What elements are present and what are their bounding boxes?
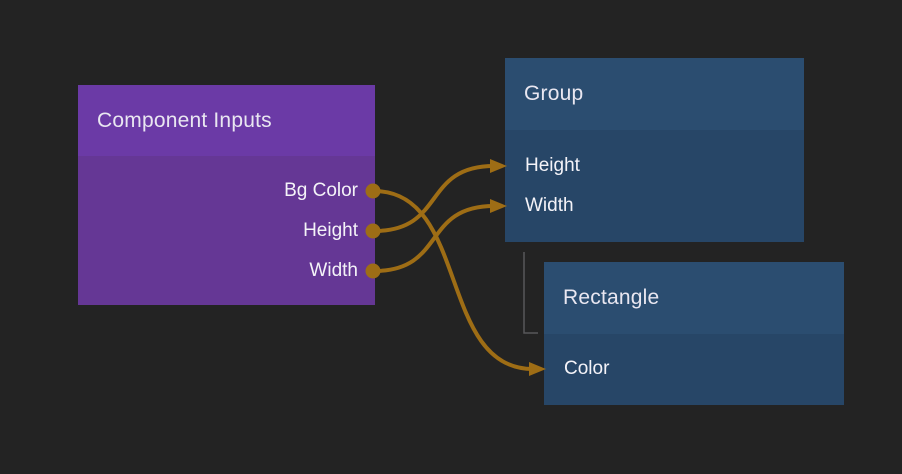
node-title: Rectangle: [563, 286, 660, 309]
wire-width-to-group-width[interactable]: [372, 204, 496, 273]
node-header[interactable]: Rectangle: [544, 262, 844, 334]
node-component-inputs[interactable]: Component Inputs Bg Color Height Width: [78, 85, 375, 305]
input-port-height[interactable]: Height: [505, 146, 804, 186]
input-port-width[interactable]: Width: [505, 186, 804, 226]
port-label: Width: [525, 195, 574, 216]
node-header[interactable]: Component Inputs: [78, 85, 375, 156]
node-title: Group: [524, 82, 584, 105]
hierarchy-connector-line: [523, 252, 538, 334]
node-body: Height Width: [505, 130, 804, 242]
node-rectangle[interactable]: Rectangle Color: [544, 262, 844, 405]
node-body: Color: [544, 334, 844, 405]
port-label: Bg Color: [284, 180, 358, 201]
node-header[interactable]: Group: [505, 58, 804, 130]
node-body: Bg Color Height Width: [78, 156, 375, 305]
output-port-bg-color[interactable]: Bg Color: [78, 171, 375, 211]
port-label: Height: [525, 155, 580, 176]
port-label: Width: [309, 260, 358, 281]
node-group[interactable]: Group Height Width: [505, 58, 804, 242]
wire-height-to-group-height[interactable]: [372, 164, 496, 233]
node-title: Component Inputs: [97, 108, 272, 132]
output-port-height[interactable]: Height: [78, 211, 375, 251]
output-port-width[interactable]: Width: [78, 251, 375, 291]
port-label: Height: [303, 220, 358, 241]
port-label: Color: [564, 358, 610, 379]
input-port-color[interactable]: Color: [544, 349, 844, 389]
